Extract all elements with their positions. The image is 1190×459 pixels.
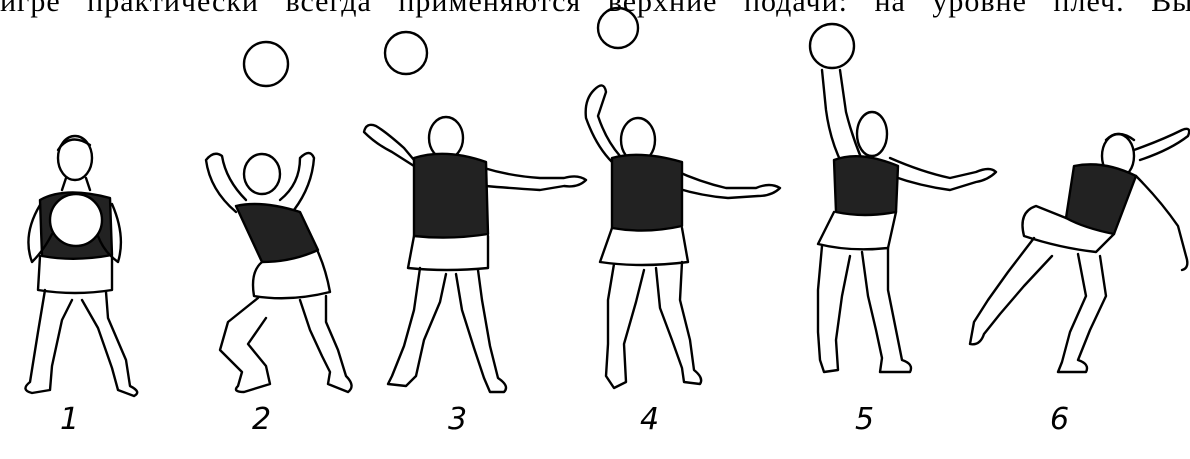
figure-label-3: 3 (448, 405, 467, 435)
player-arm-back-icon (364, 32, 586, 392)
figure-label-6: 6 (1050, 405, 1069, 435)
player-hit-ball-icon (810, 24, 996, 372)
figure-label-2: 2 (252, 405, 271, 435)
figure-label-4: 4 (640, 405, 659, 435)
figure-label-1: 1 (60, 405, 79, 435)
player-holding-ball-icon (25, 136, 137, 396)
figure-label-5: 5 (855, 405, 874, 435)
player-follow-through-icon (970, 129, 1189, 372)
player-ball-toss-icon (206, 42, 352, 392)
player-swing-icon (586, 8, 780, 388)
